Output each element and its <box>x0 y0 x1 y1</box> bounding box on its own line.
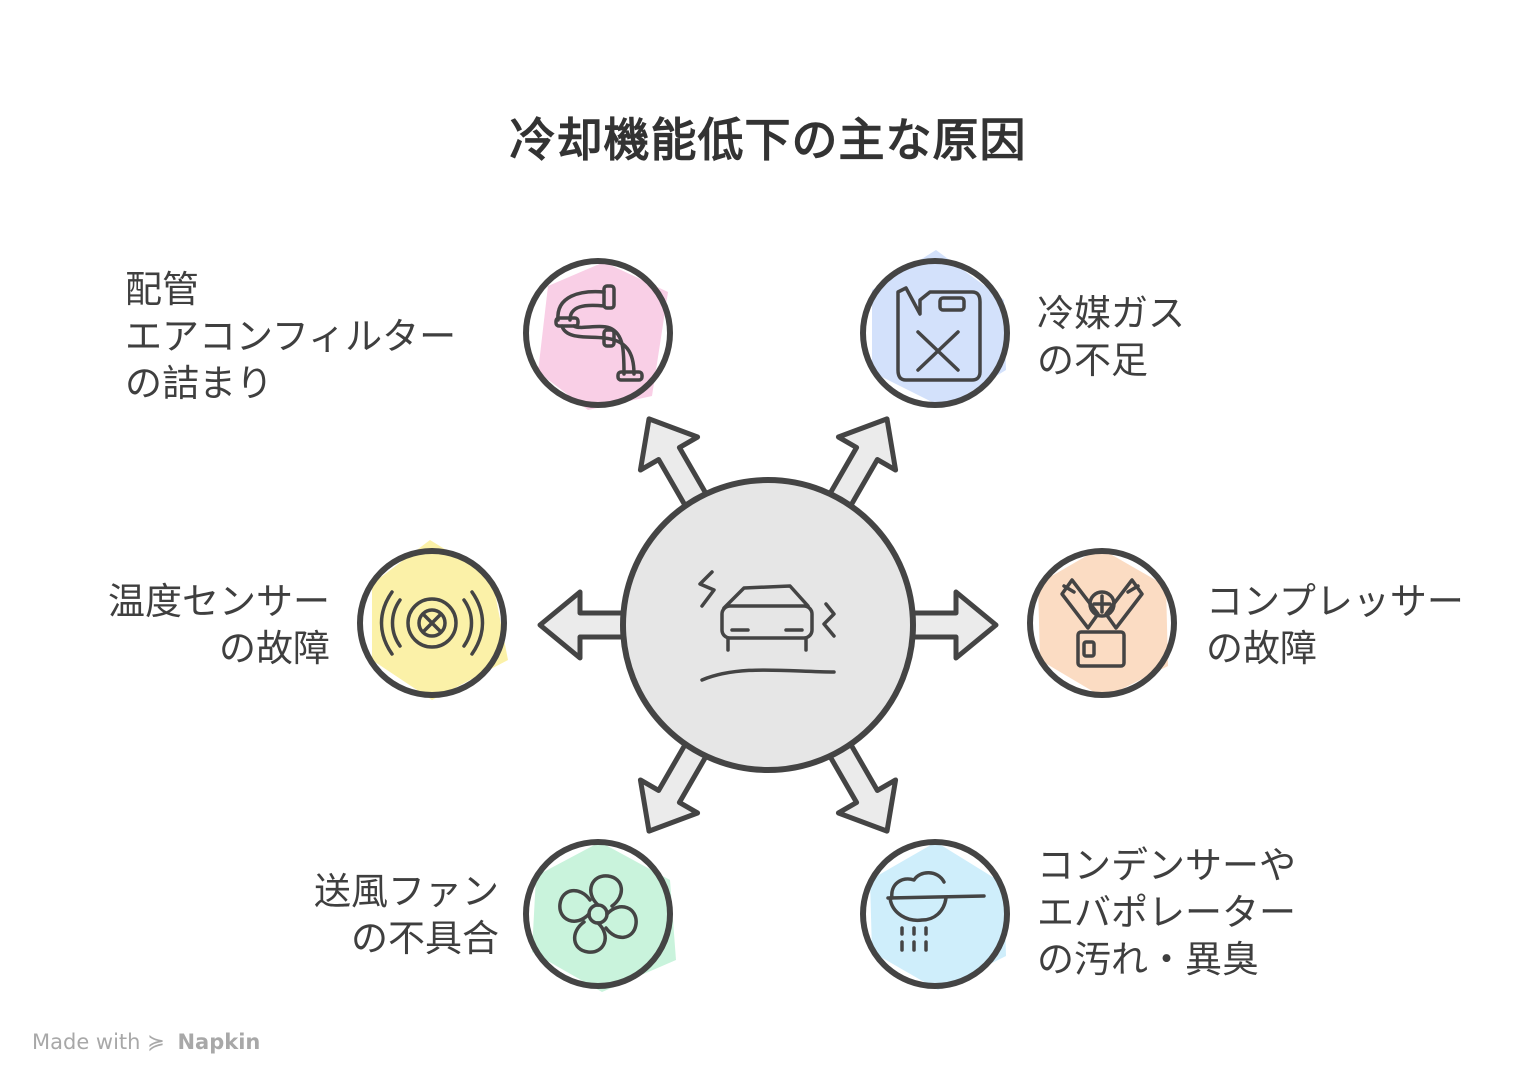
label-fan-line-2: の不具合 <box>351 917 499 960</box>
arrow-upper-left <box>637 416 711 513</box>
arrow-lower-right <box>825 737 899 834</box>
watermark: Made with ≽ Napkin <box>32 1030 260 1054</box>
broken-car-icon <box>698 570 836 682</box>
label-condenser-line-2: エバポレーター <box>1037 891 1296 934</box>
cause-node-pipe <box>523 258 673 410</box>
engine-icon <box>1060 578 1144 668</box>
label-fan-line-1: 送風ファン <box>314 870 499 913</box>
label-compressor-line-1: コンプレッサー <box>1206 580 1464 623</box>
cause-node-fan <box>523 839 676 992</box>
cause-node-condenser <box>860 839 1010 990</box>
gas-can-icon <box>896 286 982 382</box>
fan-icon <box>558 874 638 954</box>
rain-cloud-icon <box>886 871 986 952</box>
label-gas: 冷媒ガス の不足 <box>1037 290 1185 384</box>
arrow-lower-left <box>637 737 711 834</box>
label-sensor-line-1: 温度センサー <box>108 580 330 623</box>
cause-node-gas <box>860 250 1010 408</box>
center-node <box>620 477 916 773</box>
watermark-prefix: Made with <box>32 1030 141 1054</box>
label-pipe-line-2: エアコンフィルター <box>125 315 457 358</box>
watermark-brand: Napkin <box>177 1030 261 1054</box>
label-pipe: 配管 エアコンフィルター の詰まり <box>125 266 456 407</box>
diagram-title: 冷却機能低下の主な原因 <box>509 113 1027 167</box>
label-fan: 送風ファン の不具合 <box>314 868 499 962</box>
label-gas-line-2: の不足 <box>1037 339 1148 382</box>
arrows <box>537 416 999 834</box>
label-sensor-line-2: の故障 <box>219 627 330 670</box>
label-sensor: 温度センサー の故障 <box>108 578 330 672</box>
label-compressor-line-2: の故障 <box>1206 627 1317 670</box>
napkin-logo-icon: ≽ <box>147 1030 165 1054</box>
label-condenser-line-3: の汚れ・異臭 <box>1037 938 1259 981</box>
label-pipe-line-1: 配管 <box>125 268 199 311</box>
label-pipe-line-3: の詰まり <box>125 362 273 405</box>
cause-node-compressor <box>1027 548 1177 698</box>
label-condenser: コンデンサーや エバポレーター の汚れ・異臭 <box>1037 842 1296 983</box>
cause-node-sensor <box>357 540 508 700</box>
sensor-icon <box>379 590 485 656</box>
label-condenser-line-1: コンデンサーや <box>1037 844 1296 887</box>
arrow-upper-right <box>825 416 899 513</box>
arrow-left <box>537 589 631 661</box>
label-compressor: コンプレッサー の故障 <box>1206 578 1464 672</box>
pipe-icon <box>554 284 644 382</box>
arrow-right <box>905 589 999 661</box>
label-gas-line-1: 冷媒ガス <box>1037 292 1185 335</box>
